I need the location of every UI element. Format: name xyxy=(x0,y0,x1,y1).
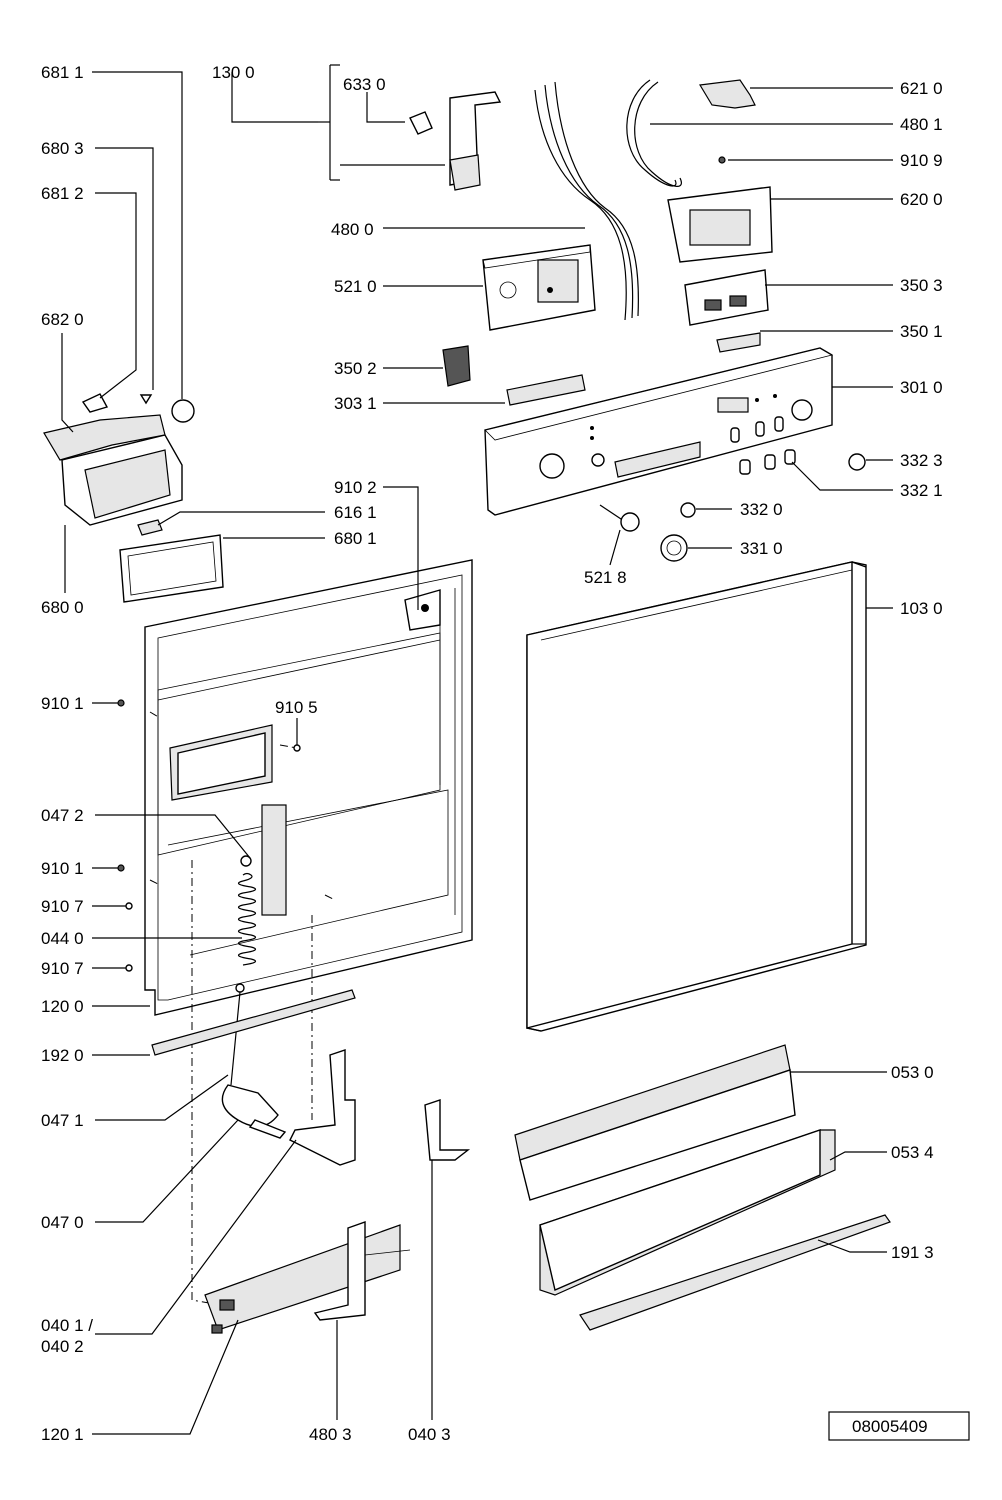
label-350-3: 350 3 xyxy=(900,276,943,295)
inner-door-frame xyxy=(144,559,473,1016)
hinge-spring xyxy=(230,855,257,1086)
label-521-8: 521 8 xyxy=(584,568,627,587)
cable-harnesses xyxy=(534,79,682,321)
label-332-0: 332 0 xyxy=(740,500,783,519)
label-130-0: 130 0 xyxy=(212,63,255,82)
label-910-5: 910 5 xyxy=(275,698,318,717)
label-910-2: 910 2 xyxy=(334,478,377,497)
label-910-7-b: 910 7 xyxy=(41,959,84,978)
label-682-0: 682 0 xyxy=(41,310,84,329)
label-480-0: 480 0 xyxy=(331,220,374,239)
reference-number-box: 08005409 xyxy=(828,1411,970,1441)
label-120-0: 120 0 xyxy=(41,997,84,1016)
label-350-1: 350 1 xyxy=(900,322,943,341)
outer-door-panel xyxy=(526,561,867,1032)
label-040-1: 040 1 / xyxy=(41,1316,93,1335)
label-053-0: 053 0 xyxy=(891,1063,934,1082)
label-047-0: 047 0 xyxy=(41,1213,84,1232)
reference-number: 08005409 xyxy=(852,1417,928,1436)
label-910-9: 910 9 xyxy=(900,151,943,170)
label-910-1-b: 910 1 xyxy=(41,859,84,878)
label-521-0: 521 0 xyxy=(334,277,377,296)
control-panel xyxy=(484,347,834,516)
label-480-3: 480 3 xyxy=(309,1425,352,1444)
label-681-2: 681 2 xyxy=(41,184,84,203)
label-621-0: 621 0 xyxy=(900,79,943,98)
part-labels: 681 1 130 0 633 0 621 0 480 1 680 3 910 … xyxy=(41,63,943,1444)
label-040-3: 040 3 xyxy=(408,1425,451,1444)
label-910-1-a: 910 1 xyxy=(41,694,84,713)
label-301-0: 301 0 xyxy=(900,378,943,397)
label-191-3: 191 3 xyxy=(891,1243,934,1262)
label-680-3: 680 3 xyxy=(41,139,84,158)
label-044-0: 044 0 xyxy=(41,929,84,948)
electronic-module xyxy=(482,244,596,331)
label-620-0: 620 0 xyxy=(900,190,943,209)
label-332-3: 332 3 xyxy=(900,451,943,470)
label-680-0: 680 0 xyxy=(41,598,84,617)
label-047-1: 047 1 xyxy=(41,1111,84,1130)
label-332-1: 332 1 xyxy=(900,481,943,500)
label-910-7-a: 910 7 xyxy=(41,897,84,916)
label-040-2: 040 2 xyxy=(41,1337,84,1356)
label-480-1: 480 1 xyxy=(900,115,943,134)
label-047-2: 047 2 xyxy=(41,806,84,825)
label-192-0: 192 0 xyxy=(41,1046,84,1065)
label-680-1: 680 1 xyxy=(334,529,377,548)
label-103-0: 103 0 xyxy=(900,599,943,618)
detergent-dispenser xyxy=(43,393,195,526)
label-616-1: 616 1 xyxy=(334,503,377,522)
label-053-4: 053 4 xyxy=(891,1143,934,1162)
label-331-0: 331 0 xyxy=(740,539,783,558)
label-681-1: 681 1 xyxy=(41,63,84,82)
label-633-0: 633 0 xyxy=(343,75,386,94)
label-350-2: 350 2 xyxy=(334,359,377,378)
label-120-1: 120 1 xyxy=(41,1425,84,1444)
leader-lines xyxy=(61,71,893,1435)
label-303-1: 303 1 xyxy=(334,394,377,413)
